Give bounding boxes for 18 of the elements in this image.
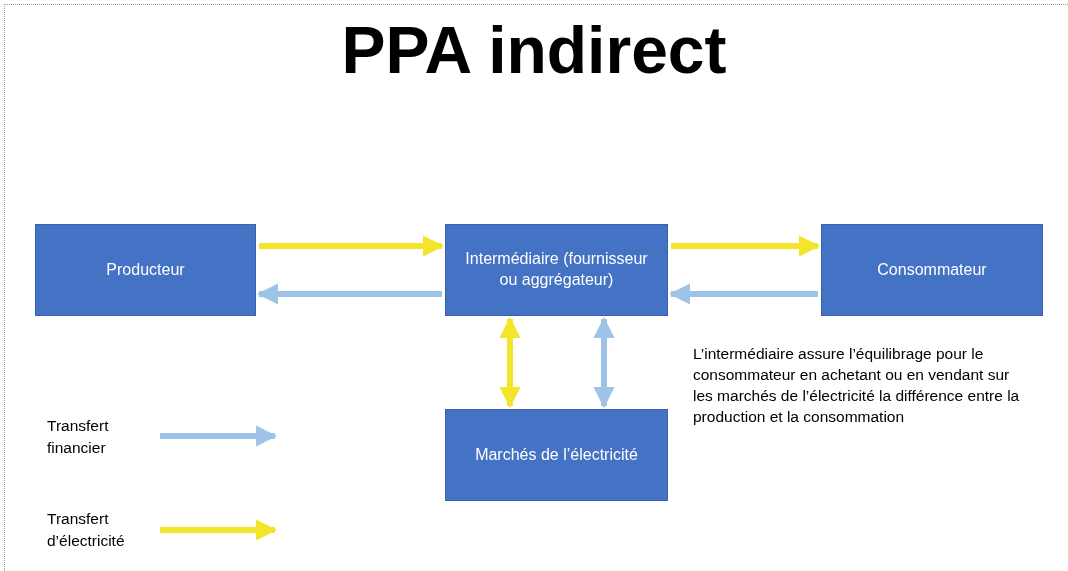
arrow <box>593 316 615 409</box>
legend-label: Transfert d’électricité <box>47 509 126 552</box>
arrow <box>668 283 818 305</box>
arrow <box>499 316 521 409</box>
arrow <box>259 235 445 257</box>
process-box <box>35 224 256 316</box>
arrow <box>256 283 442 305</box>
process-box <box>445 409 668 501</box>
process-box <box>445 224 668 316</box>
process-box <box>821 224 1043 316</box>
explanatory-note: L’intermédiaire assure l’équilibrage pour le consommateur en achetant ou en vendant sur les marchés de l’électricité la différence entre la production et la consommation <box>693 344 1021 428</box>
box-label: Intermédiaire (fournisseur ou aggrégateur) <box>464 249 649 290</box>
legend-label: Transfert financier <box>47 416 110 459</box>
diagram-title: PPA indirect <box>340 12 728 88</box>
box-label: Producteur <box>106 259 185 280</box>
box-label: Consommateur <box>877 259 987 280</box>
box-label: Marchés de l’électricité <box>475 444 638 465</box>
arrow <box>671 235 821 257</box>
